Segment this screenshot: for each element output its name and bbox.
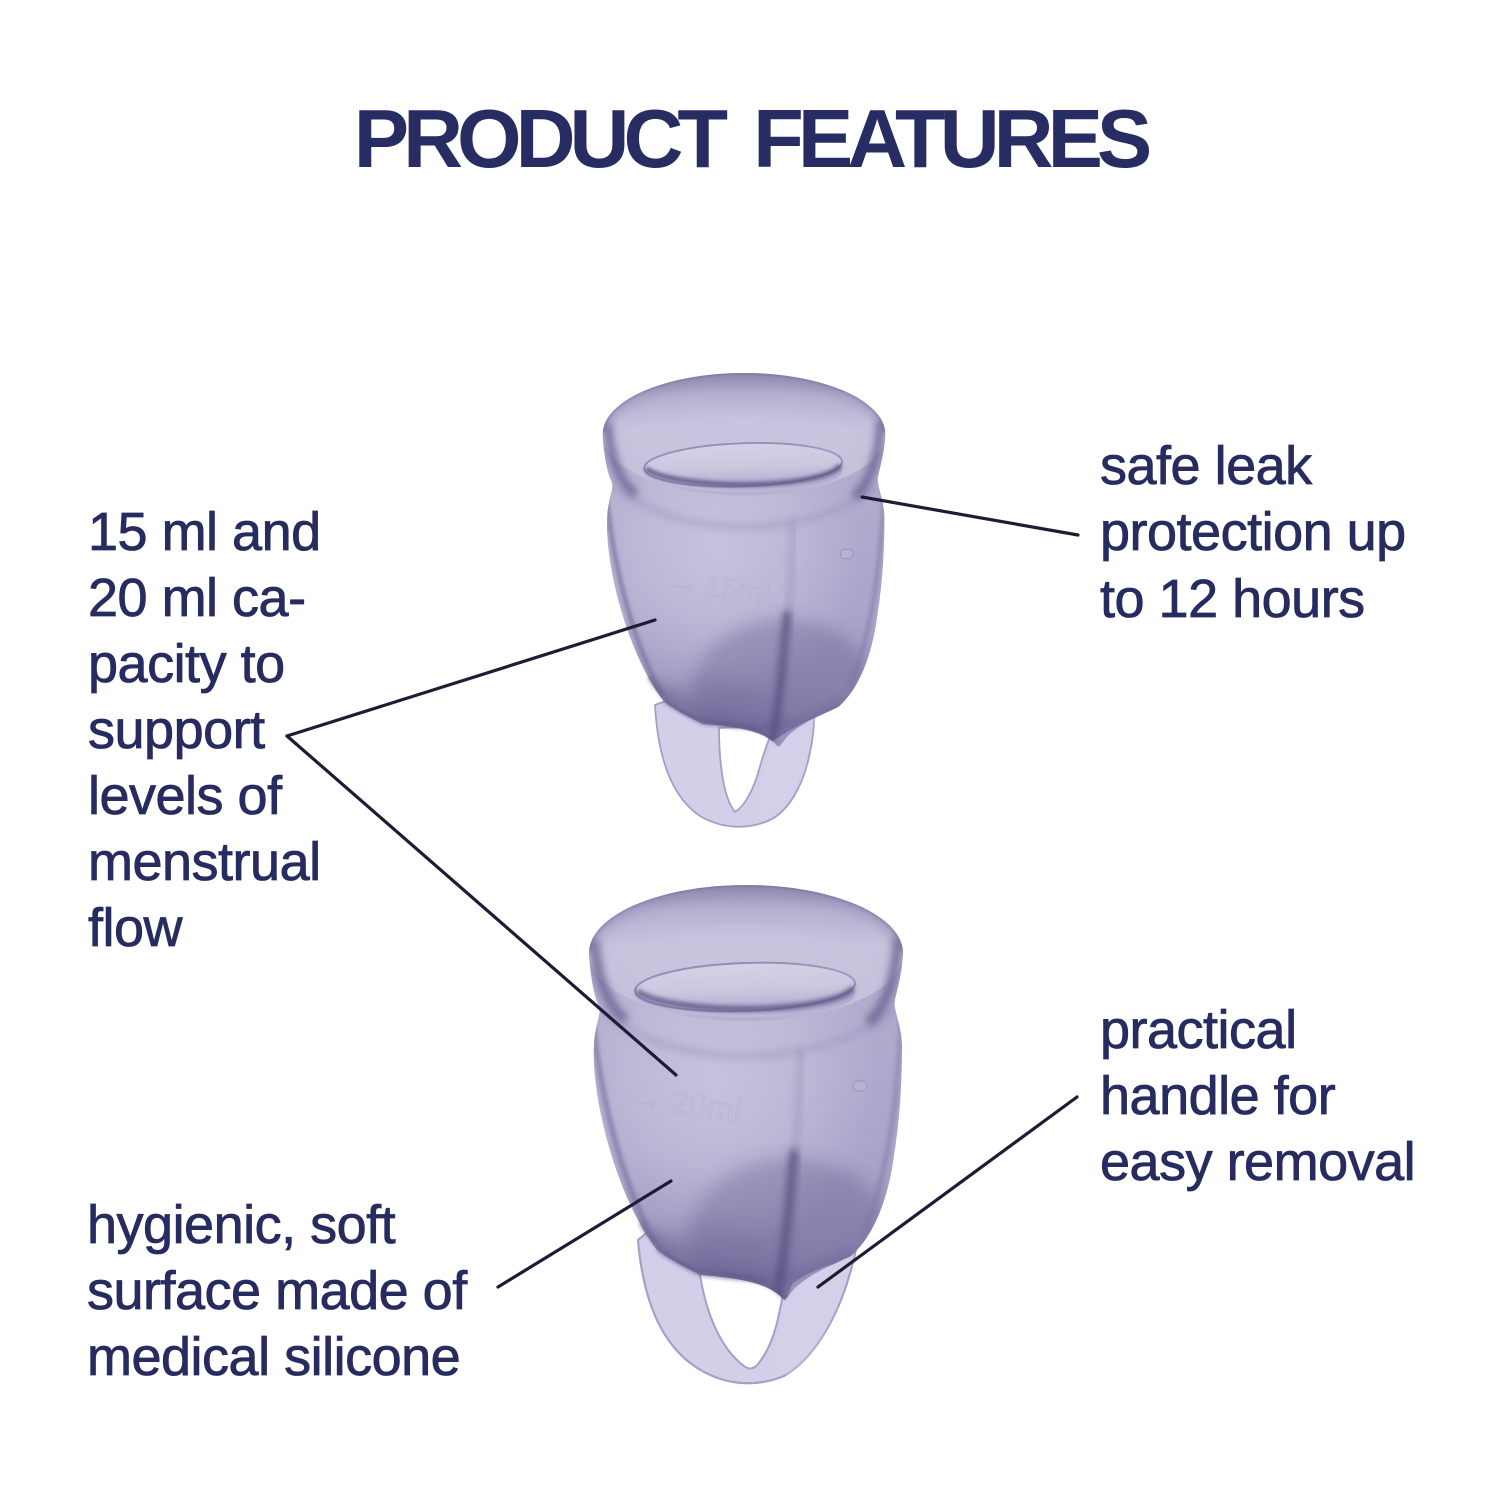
- svg-text:protection up: protection up: [1100, 502, 1406, 562]
- svg-text:levels of: levels of: [88, 766, 283, 826]
- svg-text:menstrual: menstrual: [88, 832, 321, 892]
- svg-text:support: support: [88, 700, 265, 760]
- svg-text:hygienic, soft: hygienic, soft: [87, 1195, 396, 1255]
- svg-text:safe leak: safe leak: [1100, 436, 1313, 496]
- svg-text:to 12 hours: to 12 hours: [1100, 569, 1365, 629]
- svg-text:handle for: handle for: [1100, 1066, 1336, 1126]
- svg-text:practical: practical: [1100, 1000, 1297, 1060]
- svg-text:easy removal: easy removal: [1100, 1132, 1415, 1192]
- svg-text:pacity to: pacity to: [88, 634, 285, 694]
- svg-text:flow: flow: [88, 898, 184, 958]
- svg-text:20 ml ca-: 20 ml ca-: [88, 568, 306, 628]
- svg-text:PRODUCT FEATURES: PRODUCT FEATURES: [354, 92, 1150, 185]
- svg-text:surface made of: surface made of: [87, 1261, 468, 1321]
- svg-text:medical silicone: medical silicone: [87, 1327, 460, 1387]
- svg-text:15 ml and: 15 ml and: [88, 502, 321, 562]
